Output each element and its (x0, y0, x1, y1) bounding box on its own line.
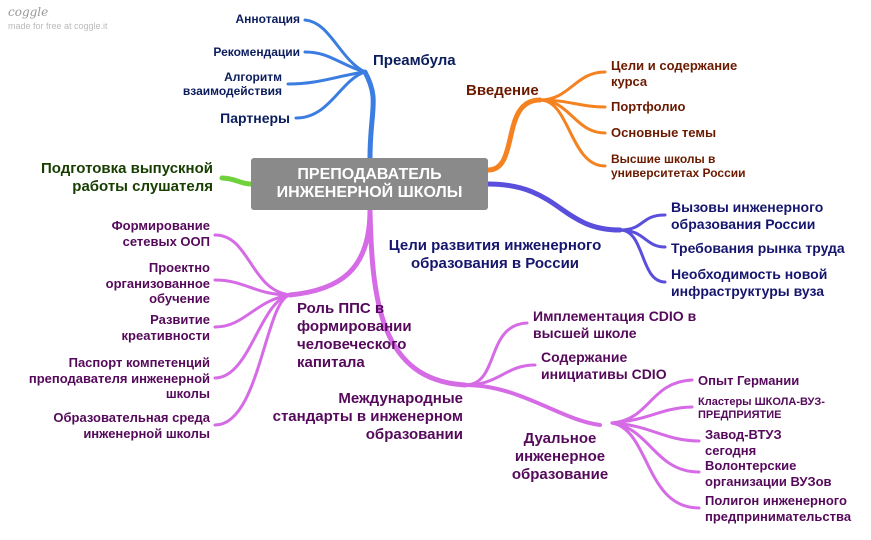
central-topic-line2: ИНЖЕНЕРНОЙ ШКОЛЫ (276, 184, 463, 201)
node-goals[interactable]: Цели развития инженерного образования в … (388, 237, 602, 272)
node-portfolio[interactable]: Портфолио (611, 99, 686, 114)
node-recommendations[interactable]: Рекомендации (213, 45, 300, 59)
node-intro[interactable]: Введение (466, 82, 539, 99)
node-standards[interactable]: Международные стандарты в инженерном обр… (272, 390, 463, 443)
node-dual[interactable]: Дуальное инженерное образование (511, 430, 609, 483)
node-creativity[interactable]: Развитие креативности (121, 312, 210, 343)
node-cdio-content[interactable]: Содержание инициативы CDIO (541, 349, 667, 382)
node-annotation[interactable]: Аннотация (235, 12, 301, 26)
preamble-branches (286, 18, 376, 161)
node-challenges[interactable]: Вызовы инженерного образования России (671, 199, 824, 232)
node-clusters[interactable]: Кластеры ШКОЛА-ВУЗ-ПРЕДПРИЯТИЕ (698, 396, 825, 422)
made-for-free-note[interactable]: made for free at coggle.it (8, 21, 108, 31)
role-branches (213, 207, 701, 510)
coggle-logo[interactable]: coggle (8, 5, 49, 19)
intro-branches (485, 70, 607, 173)
node-high-schools[interactable]: Высшие школы в университетах России (611, 152, 746, 181)
node-educational-environment[interactable]: Образовательная среда инженерной школы (53, 410, 210, 441)
central-topic-line1: ПРЕПОДАВАТЕЛЬ (297, 165, 442, 183)
node-infrastructure[interactable]: Необходимость новой инфраструктуры вуза (671, 266, 828, 299)
node-competence-passport[interactable]: Паспорт компетенций преподавателя инжене… (28, 355, 210, 402)
node-thesis[interactable]: Подготовка выпускной работы слушателя (40, 160, 213, 195)
node-network-programs[interactable]: Формирование сетевых ООП (111, 218, 210, 249)
node-factory-vtuz[interactable]: Завод-ВТУЗ сегодня (705, 427, 782, 458)
node-germany[interactable]: Опыт Германии (698, 373, 800, 388)
thesis-branch (219, 175, 254, 187)
node-course-goals[interactable]: Цели и содержание курса (611, 58, 738, 89)
node-partners[interactable]: Партнеры (220, 110, 290, 126)
node-labor-market[interactable]: Требования рынка труда (671, 240, 845, 256)
node-entrepreneurship-polygon[interactable]: Полигон инженерного предпринимательства (705, 493, 852, 524)
node-volunteer-orgs[interactable]: Волонтерские организации ВУЗов (705, 458, 832, 489)
node-main-topics[interactable]: Основные темы (611, 125, 717, 140)
node-cdio-implementation[interactable]: Имплементация CDIO в высшей школе (533, 308, 697, 341)
goals-branches (485, 181, 667, 284)
node-algorithm[interactable]: Алгоритм взаимодействия (182, 70, 282, 99)
node-role[interactable]: Роль ППС в формировании человеческого ка… (297, 300, 412, 371)
node-project-learning[interactable]: Проектно организованное обучение (105, 260, 210, 307)
node-preamble[interactable]: Преамбула (373, 52, 456, 69)
